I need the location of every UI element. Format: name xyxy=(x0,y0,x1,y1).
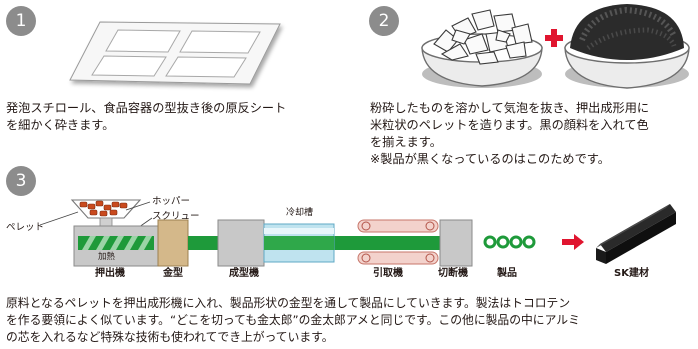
step-2-text-line-4: ※製品が黒くなっているのはこのためです。 xyxy=(370,152,610,166)
cutter-machine xyxy=(439,219,473,267)
station-forming: 成型機 xyxy=(229,268,259,279)
label-screw: スクリュー xyxy=(152,211,200,222)
mold-block xyxy=(157,219,189,267)
step-2-text-line-2: 米粒状のペレットを造ります。黒の顔料を入れて色 xyxy=(370,118,649,132)
step-3-badge: 3 xyxy=(6,166,36,196)
sk-building-material xyxy=(596,204,676,264)
footer-line-1: 原料となるペレットを押出成形機に入れ、製品形状の金型を通して製品にしていきます。… xyxy=(6,296,571,310)
extrusion-process-diagram xyxy=(39,199,676,267)
footer-line-2: を作る要領によく似ています。“どこを切っても金太郎”の金太郎アメと同じです。この… xyxy=(6,313,580,327)
step-2-text-line-3: を揃えます。 xyxy=(370,135,442,149)
station-haul-off: 引取機 xyxy=(373,268,403,279)
label-hopper: ホッパー xyxy=(152,196,191,207)
station-product: 製品 xyxy=(497,268,517,279)
foam-sheet-illustration xyxy=(69,21,281,85)
step-2-text-line-1: 粉砕したものを溶かして気泡を抜き、押出成形用に xyxy=(370,101,650,115)
step-1-text-line-2: を細かく砕きます。 xyxy=(6,118,115,132)
station-cutter: 切断機 xyxy=(438,268,468,279)
station-mold: 金型 xyxy=(163,268,183,279)
station-extruder: 押出機 xyxy=(95,268,125,279)
forming-machine xyxy=(217,219,265,267)
label-heating: 加熱 xyxy=(98,252,116,262)
step-1-badge: 1 xyxy=(6,6,36,36)
footer-line-3: の芯を入れるなど特殊な技術も使われてでき上がっています。 xyxy=(6,330,334,344)
station-sk-material: SK建材 xyxy=(614,268,649,279)
step-2-badge: 2 xyxy=(369,6,399,36)
label-cooling-tank: 冷却槽 xyxy=(286,208,314,218)
step-1-text-line-1: 発泡スチロール、食品容器の型抜き後の原反シート xyxy=(6,101,287,115)
label-pellet: ペレット xyxy=(6,222,45,233)
crushed-and-pellet-illustration xyxy=(421,4,690,89)
